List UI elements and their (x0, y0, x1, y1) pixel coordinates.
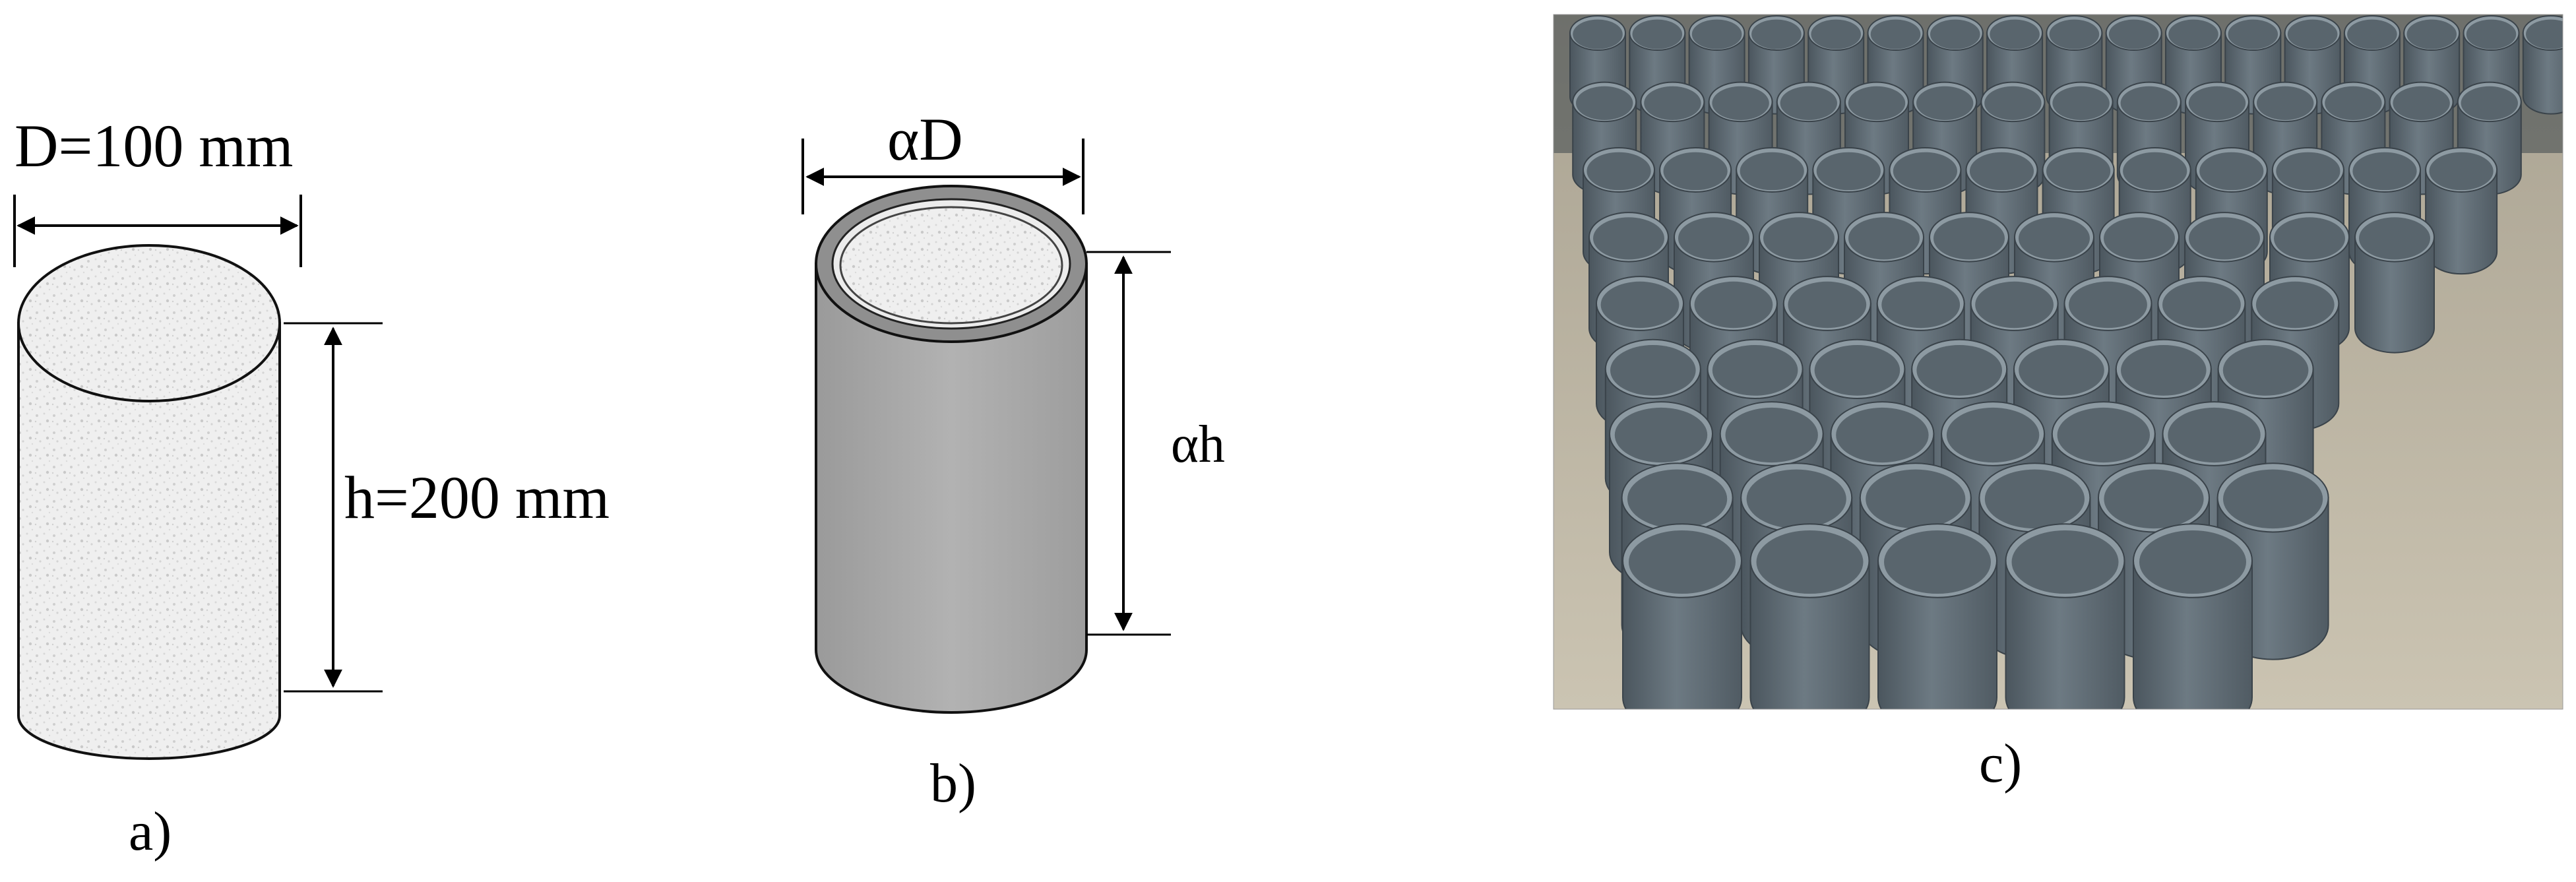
confined-cylinder (815, 185, 1088, 714)
pvc-tube (1749, 523, 1870, 709)
pvc-tube (1622, 523, 1742, 709)
pvc-tube (2133, 523, 2253, 709)
caption-c: c) (1979, 733, 2022, 794)
concrete-cylinder (17, 244, 281, 760)
pvc-tubes (1569, 15, 2563, 709)
height-dimension (284, 322, 383, 693)
panel-b: αD αh b) (801, 106, 1225, 814)
diameter-dimension-b (801, 139, 1084, 214)
diameter-label: D=100 mm (15, 112, 293, 179)
pvc-tube (2463, 15, 2520, 115)
caption-b: b) (930, 753, 976, 814)
diameter-dimension (13, 195, 302, 267)
pvc-tube (2354, 212, 2435, 354)
pvc-tube (2425, 147, 2498, 275)
height-dimension-b (1086, 251, 1171, 636)
pvc-tube (1877, 523, 1997, 709)
caption-a: a) (129, 801, 172, 862)
panel-a: D=100 mm h=200 mm a) (13, 112, 610, 862)
alpha-diameter-label: αD (887, 106, 963, 173)
pvc-tube (2005, 523, 2125, 709)
pvc-tube (2216, 462, 2329, 660)
pvc-tube (2253, 81, 2318, 195)
pvc-tubes-photo (1554, 15, 2563, 709)
pvc-tube (2165, 15, 2222, 115)
alpha-height-label: αh (1171, 416, 1225, 474)
height-label: h=200 mm (344, 464, 610, 531)
pvc-tube (2522, 15, 2563, 115)
panel-c: c) (1553, 14, 2563, 794)
